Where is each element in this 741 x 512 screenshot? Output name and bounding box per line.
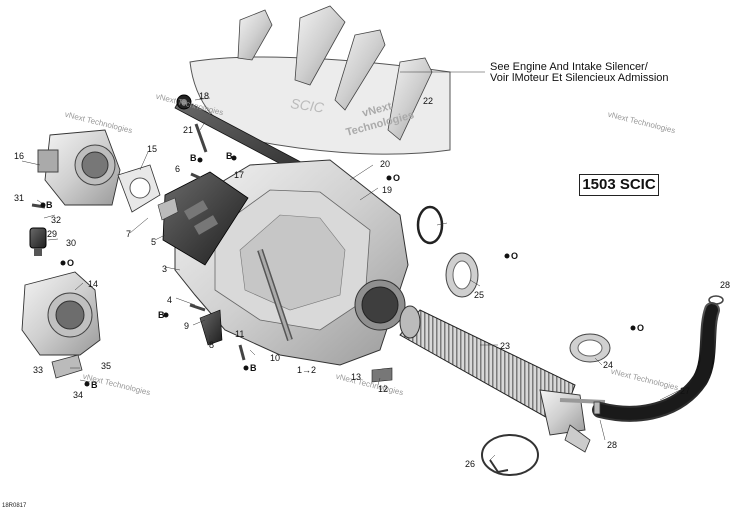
callout-25: 25 xyxy=(474,290,485,300)
callout-18: 18 xyxy=(199,91,210,101)
callout-12: 12 xyxy=(378,384,389,394)
callout-29: 29 xyxy=(47,229,58,239)
leader-lines xyxy=(21,71,681,461)
bracket-33 xyxy=(51,354,83,379)
symbol-b: B xyxy=(46,200,53,210)
callout-1-to-2: 1→2 xyxy=(297,365,317,375)
callout-9: 9 xyxy=(184,321,190,331)
callout-30: 30 xyxy=(66,238,77,248)
callout-31: 31 xyxy=(14,193,25,203)
hose-27 xyxy=(592,302,720,422)
callout-3: 3 xyxy=(162,264,168,274)
callout-24: 24 xyxy=(603,360,614,370)
clamp-24 xyxy=(569,333,611,363)
svg-text:SCIC: SCIC xyxy=(290,95,326,116)
clamp-25 xyxy=(445,252,479,298)
callout-17: 17 xyxy=(234,170,245,180)
callout-21: 21 xyxy=(183,125,194,135)
symbol-o: O xyxy=(393,173,401,183)
throttle-body-upper xyxy=(37,129,121,206)
symbol-b: B xyxy=(226,151,233,161)
intercooler xyxy=(399,305,606,453)
symbol-b: B xyxy=(91,380,98,390)
engine-cover: SCIC xyxy=(189,5,451,155)
symbol-b: B xyxy=(158,310,165,320)
callout-6: 6 xyxy=(175,164,181,174)
note-line-1: See Engine And Intake Silencer/ xyxy=(490,61,648,73)
callout-34: 34 xyxy=(73,390,84,400)
symbol-o: O xyxy=(637,323,645,333)
clamp-28-top xyxy=(708,295,724,305)
callout-27: 27 xyxy=(680,386,691,396)
callout-28-bottom: 28 xyxy=(607,440,618,450)
callout-5: 5 xyxy=(151,237,157,247)
callout-14: 14 xyxy=(88,279,99,289)
callout-32: 32 xyxy=(51,215,62,225)
callout-26: 26 xyxy=(465,459,476,469)
model-label: 1503 SCIC xyxy=(579,174,659,196)
throttle-body-lower xyxy=(21,271,101,356)
callout-4: 4 xyxy=(167,295,173,305)
callout-28-top: 28 xyxy=(720,280,731,290)
sensor-29 xyxy=(29,227,47,256)
callout-23: 23 xyxy=(500,341,511,351)
symbol-b: B xyxy=(190,153,197,163)
callout-33: 33 xyxy=(33,365,44,375)
callout-35: 35 xyxy=(101,361,112,371)
callout-7: 7 xyxy=(126,229,132,239)
clamp-26 xyxy=(481,434,539,476)
figure-reference: 18R0817 xyxy=(2,503,27,509)
intake-manifold xyxy=(174,159,409,366)
clamp-28-bottom xyxy=(593,401,601,415)
callout-13: 13 xyxy=(351,372,362,382)
callout-15: 15 xyxy=(147,144,158,154)
drop-symbols xyxy=(40,155,636,387)
callout-11: 11 xyxy=(235,329,245,339)
callout-22: 22 xyxy=(423,96,434,106)
electronic-module xyxy=(162,171,249,266)
callout-16: 16 xyxy=(14,151,25,161)
callout-20: 20 xyxy=(380,159,391,169)
o-ring-2 xyxy=(416,205,444,245)
symbol-o: O xyxy=(511,251,519,261)
callout-19: 19 xyxy=(382,185,393,195)
symbol-o: O xyxy=(67,258,75,268)
callout-8: 8 xyxy=(209,340,215,350)
symbol-b: B xyxy=(250,363,257,373)
gasket-15 xyxy=(117,164,161,213)
callout-10: 10 xyxy=(270,353,281,363)
note-line-2: Voir lMoteur Et Silencieux Admission xyxy=(490,72,669,84)
